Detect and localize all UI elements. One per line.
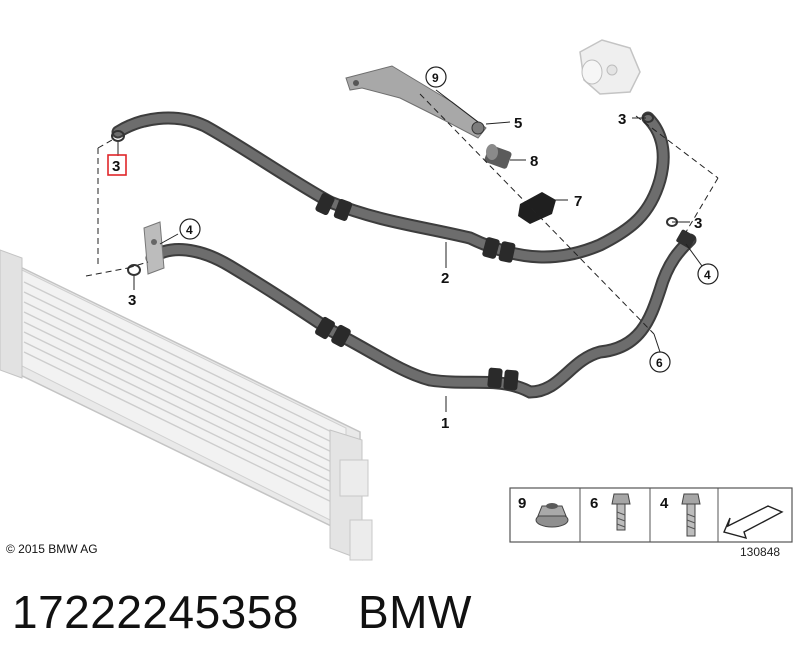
drawing-number: 130848 bbox=[740, 545, 780, 559]
legend-label-9: 9 bbox=[518, 495, 526, 512]
hose-bracket-left bbox=[143, 221, 165, 275]
oil-cooler-line-upper bbox=[111, 111, 670, 264]
seal-rings bbox=[111, 113, 678, 276]
copyright-notice: © 2015 BMW AG bbox=[6, 542, 98, 556]
callout-8: 8 bbox=[530, 153, 538, 170]
legend-label-4: 4 bbox=[660, 495, 669, 512]
brand-name: BMW bbox=[358, 586, 472, 638]
oil-cooler-line-lower bbox=[145, 233, 697, 399]
engine-connector bbox=[579, 39, 641, 95]
callout-5: 5 bbox=[514, 115, 522, 132]
callout-7: 7 bbox=[574, 193, 582, 210]
callout-1: 1 bbox=[441, 415, 449, 432]
mounting-bracket-plate bbox=[345, 65, 487, 139]
hose-bracket-right bbox=[676, 229, 696, 249]
callout-3-right-mid: 3 bbox=[694, 215, 702, 232]
direction-arrow-icon bbox=[723, 505, 784, 540]
fastener-legend: 9 6 4 bbox=[509, 487, 793, 543]
callout-3-left-bottom: 3 bbox=[128, 292, 136, 309]
callout-labels: 3 3 3 3 1 2 5 7 8 9 4 4 6 bbox=[107, 66, 719, 432]
callout-3-left-top: 3 bbox=[112, 158, 120, 175]
hex-nut bbox=[471, 121, 485, 135]
callout-2: 2 bbox=[441, 270, 449, 287]
highlighted-callout-box bbox=[107, 154, 127, 176]
legend-label-6: 6 bbox=[590, 495, 598, 512]
svg-text:4: 4 bbox=[186, 223, 193, 237]
leader-lines bbox=[117, 89, 703, 412]
hose-clip bbox=[518, 192, 556, 224]
circled-callout-4-right: 4 bbox=[697, 263, 719, 285]
circled-callout-6: 6 bbox=[649, 351, 671, 373]
assembly-dash-lines bbox=[85, 93, 719, 335]
svg-text:6: 6 bbox=[656, 356, 663, 370]
part-number: 17222245358 bbox=[12, 586, 299, 638]
oil-cooler-radiator bbox=[0, 249, 373, 561]
bolt-short-icon bbox=[611, 493, 631, 531]
flange-nut-icon bbox=[535, 503, 569, 528]
circled-callout-4-left: 4 bbox=[179, 218, 201, 240]
circled-callout-9: 9 bbox=[425, 66, 447, 88]
callout-3-right-top: 3 bbox=[618, 111, 626, 128]
bolt-long-icon bbox=[681, 493, 701, 537]
svg-text:9: 9 bbox=[432, 71, 439, 85]
svg-text:4: 4 bbox=[704, 268, 711, 282]
rubber-grommet bbox=[484, 144, 512, 169]
